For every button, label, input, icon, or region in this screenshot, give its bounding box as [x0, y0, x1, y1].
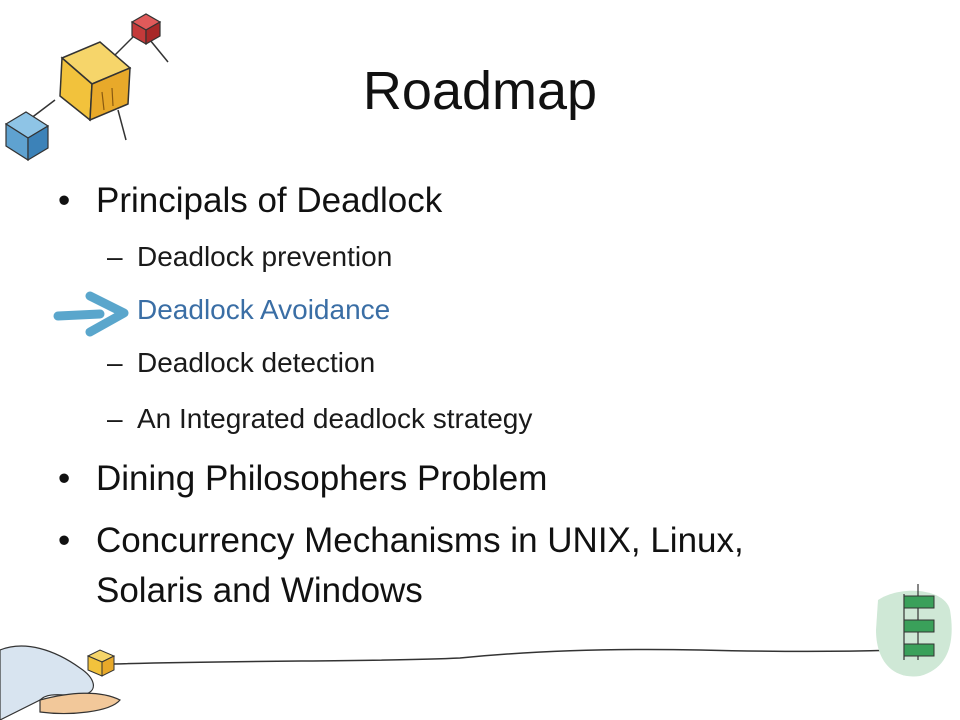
subitem-highlighted: Deadlock Avoidance: [107, 293, 390, 327]
subitem: –Deadlock prevention: [107, 240, 392, 274]
cubes-decoration-icon: [4, 13, 169, 162]
slide-title: Roadmap: [362, 61, 598, 121]
subitem-dash: –: [107, 403, 123, 434]
subitem: –An Integrated deadlock strategy: [107, 402, 532, 436]
subitem-text: Deadlock detection: [137, 347, 376, 378]
bullet-dot: •: [58, 459, 71, 498]
subitem: –Deadlock detection: [107, 346, 375, 380]
bullet-text: Principals of Deadlock: [96, 181, 443, 220]
bullet-text: Concurrency Mechanisms in UNIX, Linux,: [96, 521, 744, 560]
bullet-dot: •: [58, 181, 71, 220]
bullet-text: Solaris and Windows: [96, 571, 423, 610]
subitem-dash: –: [107, 241, 123, 272]
subitem-text: An Integrated deadlock strategy: [137, 403, 533, 434]
subitem-text: Deadlock prevention: [137, 241, 393, 272]
subitem-dash: –: [107, 347, 123, 378]
bullet-dot: •: [58, 521, 71, 560]
bullet-text: Dining Philosophers Problem: [96, 459, 548, 498]
subitem-text: Deadlock Avoidance: [137, 294, 391, 325]
